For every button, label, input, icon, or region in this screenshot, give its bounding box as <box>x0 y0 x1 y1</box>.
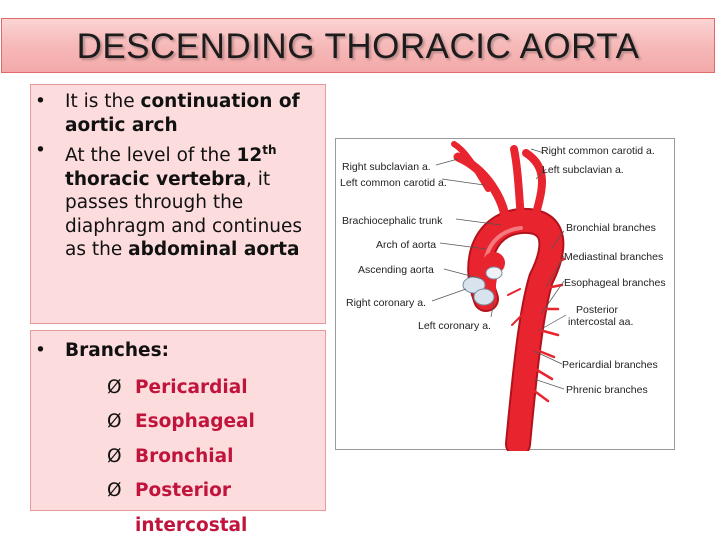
aorta-vessels <box>454 144 564 444</box>
label-esophageal: Esophageal branches <box>564 277 666 289</box>
label-brachiocephalic: Brachiocephalic trunk <box>342 215 443 227</box>
branch-label: Pericardial <box>135 377 248 398</box>
label-bronchial: Bronchial branches <box>566 222 656 234</box>
branch-item-esophageal: Ø Esophageal <box>65 405 321 440</box>
arrow-bullet-icon: Ø <box>107 474 122 509</box>
brachiocephalic-vessel <box>458 157 506 223</box>
label-ascending: Ascending aorta <box>358 264 434 276</box>
branch-item-posterior-intercostal: Ø Posterior intercostal <box>65 474 321 543</box>
label-right-subclavian: Right subclavian a. <box>342 161 431 173</box>
label-posterior-line2: intercostal aa. <box>568 316 633 328</box>
label-posterior-line1: Posterior <box>576 304 619 316</box>
branches-heading-text: Branches: <box>65 340 169 361</box>
title-bar: DESCENDING THORACIC AORTA <box>1 18 715 73</box>
branch-label: Esophageal <box>135 411 255 432</box>
label-right-common-carotid: Right common carotid a. <box>541 145 655 157</box>
branches-box: Branches: Ø Pericardial Ø Esophageal Ø Bron… <box>30 330 326 511</box>
bullet-1-text: It is the <box>65 91 141 112</box>
intro-text-box: It is the continuation of aortic arch At… <box>30 84 326 324</box>
valve-opening <box>486 267 502 279</box>
right-subclavian-vessel <box>454 144 488 189</box>
arrow-bullet-icon: Ø <box>107 371 122 406</box>
label-pericardial: Pericardial branches <box>562 359 658 371</box>
slide-title: DESCENDING THORACIC AORTA <box>2 27 714 67</box>
branch-item-pericardial: Ø Pericardial <box>65 371 321 406</box>
bullet-2-text: At the level of the <box>65 145 237 166</box>
branch-list: Ø Pericardial Ø Esophageal Ø Bronchial Ø Pos… <box>65 371 321 543</box>
label-arch: Arch of aorta <box>376 239 436 251</box>
left-common-carotid-vessel <box>514 149 521 219</box>
arrow-bullet-icon: Ø <box>107 440 122 475</box>
branch-label: Bronchial <box>135 446 233 467</box>
vertebra-label: thoracic vertebra <box>65 169 246 190</box>
arrow-bullet-icon: Ø <box>107 405 122 440</box>
valve-cusp <box>474 289 494 305</box>
label-right-coronary: Right coronary a. <box>346 297 426 309</box>
branches-bullets: Branches: Ø Pericardial Ø Esophageal Ø Bron… <box>31 339 321 543</box>
branch-item-bronchial: Ø Bronchial <box>65 440 321 475</box>
label-left-subclavian: Left subclavian a. <box>542 164 624 176</box>
aorta-illustration: Right common carotid a. Right subclavian… <box>336 139 676 451</box>
vertebra-suffix: th <box>262 143 276 157</box>
label-left-common-carotid: Left common carotid a. <box>340 177 447 189</box>
branch-label: Posterior intercostal <box>135 480 247 536</box>
aorta-diagram: Right common carotid a. Right subclavian… <box>335 138 675 450</box>
bullet-level: At the level of the 12th thoracic verteb… <box>31 139 321 262</box>
label-mediastinal: Mediastinal branches <box>564 251 663 263</box>
vertebra-number: 12 <box>237 145 263 166</box>
label-left-coronary: Left coronary a. <box>418 320 491 332</box>
intro-bullets: It is the continuation of aortic arch At… <box>31 90 321 262</box>
bullet-continuation: It is the continuation of aortic arch <box>31 90 321 137</box>
label-phrenic: Phrenic branches <box>566 384 648 396</box>
bullet-2-abdominal: abdominal aorta <box>128 239 299 260</box>
branches-heading: Branches: Ø Pericardial Ø Esophageal Ø Bron… <box>31 339 321 543</box>
